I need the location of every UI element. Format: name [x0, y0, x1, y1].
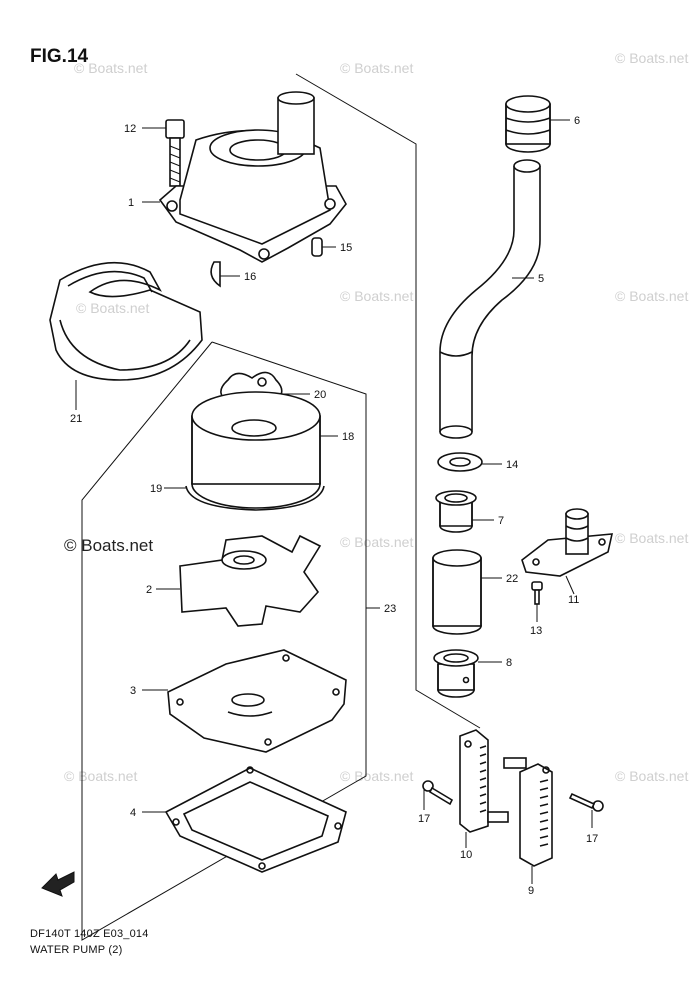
part-17-screw-right	[568, 792, 604, 812]
part-4-gasket	[164, 766, 347, 873]
watermark: © Boats.net	[76, 300, 150, 316]
part-15-pin	[311, 237, 323, 257]
part-19-oring	[185, 485, 325, 511]
part-21-seal-ring	[49, 261, 203, 381]
callout-13: 13	[530, 625, 542, 637]
watermark: © Boats.net	[615, 768, 689, 784]
callout-23: 23	[384, 603, 396, 615]
part-12-bolt	[165, 119, 185, 187]
part-6-grommet	[505, 95, 551, 153]
callout-17-right: 17	[586, 833, 598, 845]
callout-20: 20	[314, 389, 326, 401]
part-10-grille	[459, 729, 509, 833]
callout-11: 11	[568, 594, 579, 606]
part-17-screw-left	[422, 780, 454, 806]
part-14-washer	[437, 452, 483, 472]
part-16-key	[210, 261, 221, 288]
watermark: © Boats.net	[340, 534, 414, 550]
callout-22: 22	[506, 573, 518, 585]
part-11-bracket	[521, 508, 614, 577]
figure-title: FIG.14	[30, 46, 89, 67]
part-18-pump-case	[191, 391, 321, 509]
watermark: © Boats.net	[74, 60, 148, 76]
watermark: © Boats.net	[615, 530, 689, 546]
part-8-bushing	[433, 649, 479, 698]
watermark: © Boats.net	[340, 288, 414, 304]
part-1-pump-housing	[158, 91, 347, 263]
part-22-tube	[432, 549, 482, 635]
callout-8: 8	[506, 657, 512, 669]
part-5-hose	[439, 159, 541, 439]
callout-14: 14	[506, 459, 518, 471]
callout-5: 5	[538, 273, 544, 285]
part-13-screw	[531, 581, 543, 605]
group-bracket-right	[295, 73, 481, 729]
forward-arrow-icon	[41, 871, 75, 897]
watermark-highlight: © Boats.net	[64, 536, 154, 555]
callout-18: 18	[342, 431, 354, 443]
callout-17-left: 17	[418, 813, 430, 825]
callout-3: 3	[130, 685, 136, 697]
callout-6: 6	[574, 115, 580, 127]
part-2-impeller	[179, 534, 322, 627]
watermark: © Boats.net	[615, 50, 689, 66]
callout-7: 7	[498, 515, 504, 527]
part-7-bushing	[435, 490, 477, 533]
watermark: © Boats.net	[615, 288, 689, 304]
callout-12: 12	[124, 123, 136, 135]
callout-15: 15	[340, 242, 352, 254]
callout-4: 4	[130, 807, 136, 819]
group-bracket-23	[81, 341, 367, 941]
callout-2: 2	[146, 584, 152, 596]
callout-10: 10	[460, 849, 472, 861]
footer-code: DF140T 140Z E03_014	[30, 928, 149, 940]
callout-19: 19	[150, 483, 162, 495]
part-3-plate	[167, 649, 347, 753]
callout-1: 1	[128, 197, 134, 209]
callout-9: 9	[528, 885, 534, 897]
watermark: © Boats.net	[340, 60, 414, 76]
part-9-grille	[503, 757, 553, 867]
callout-21: 21	[70, 413, 82, 425]
footer-title: WATER PUMP (2)	[30, 944, 123, 956]
callout-line-11	[565, 575, 575, 595]
callout-16: 16	[244, 271, 256, 283]
